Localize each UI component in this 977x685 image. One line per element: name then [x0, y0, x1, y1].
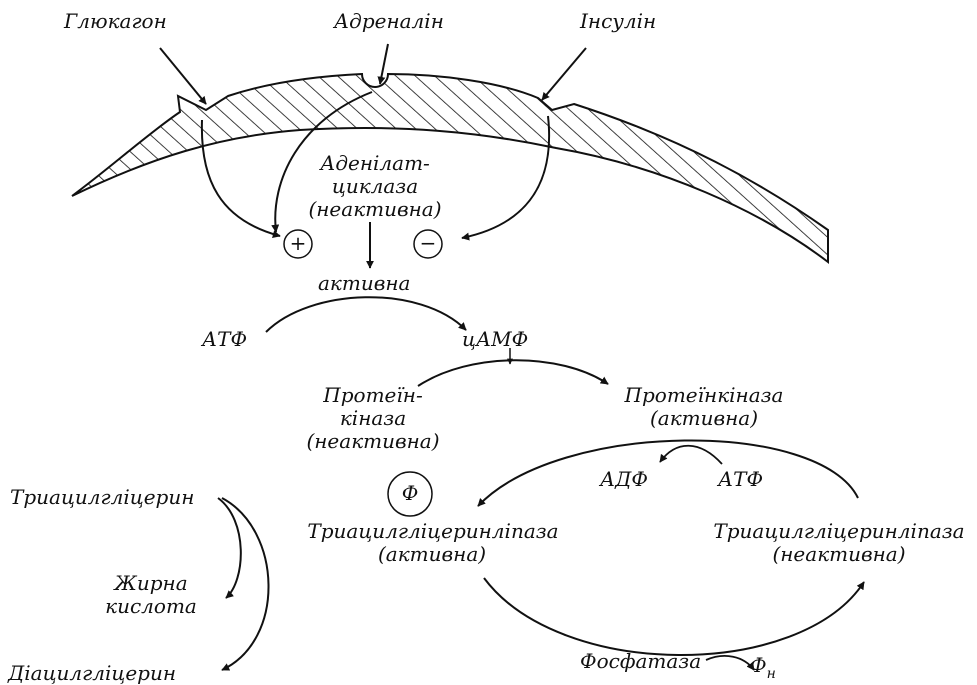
phosphate-circle-label: Ф: [401, 481, 419, 505]
tag-to-diacylglycerol-arrow: [221, 497, 270, 671]
insulin-label: Інсулін: [580, 9, 657, 33]
protein-kinase-arrow: [417, 359, 609, 387]
plus-circle: [283, 229, 313, 259]
inorganic-phosphate-label: Фн: [750, 653, 776, 683]
adenylate-cyclase-active-label: активна: [318, 271, 411, 295]
atp-right-label: АТФ: [718, 467, 764, 491]
adrenaline-label: Адреналін: [334, 9, 444, 33]
camp-label: цАМФ: [462, 327, 529, 351]
insulin-arrow: [541, 47, 587, 101]
phosphate-circle: [387, 471, 433, 517]
minus-circle: [413, 229, 443, 259]
plus-sign: +: [289, 231, 307, 255]
fatty-acid-line1: Жирна: [114, 571, 188, 595]
atp-camp-arrow: [265, 296, 467, 333]
cell-membrane: [71, 72, 829, 265]
adp-label: АДФ: [600, 467, 649, 491]
tag-lipase-inactive-line2: (неактивна): [772, 542, 906, 566]
adenylate-cyclase-line1: Аденілат-: [320, 151, 430, 175]
adenylate-cyclase-label: Аденілат- циклаза (неактивна): [290, 152, 460, 221]
triacylglycerol-label: Триацилгліцерин: [10, 485, 195, 509]
adenylate-cyclase-line3: (неактивна): [308, 197, 442, 221]
tag-to-fatty-acid-arrow: [217, 497, 242, 599]
protein-kinase-active-line1: Протеїнкіназа: [624, 383, 784, 407]
inorganic-phosphate-main: Ф: [750, 653, 767, 677]
adenylate-cyclase-line2: циклаза: [331, 174, 419, 198]
phosphatase-label: Фосфатаза: [580, 649, 702, 673]
dephosphorylation-arc: [483, 577, 865, 656]
glucagon-activation-curve: [200, 119, 281, 239]
tag-lipase-active-line2: (активна): [378, 542, 487, 566]
protein-kinase-inactive-line1: Протеїн-: [323, 383, 423, 407]
protein-kinase-active-label: Протеїнкіназа (активна): [606, 384, 802, 430]
inorganic-phosphate-sub: н: [766, 666, 776, 682]
atp-adp-arrow: [659, 444, 723, 465]
atp-left-label: АТФ: [202, 327, 248, 351]
tag-lipase-inactive-line1: Триацилгліцеринліпаза: [713, 519, 965, 543]
diacylglycerol-label: Діацилгліцерин: [8, 661, 177, 685]
glucagon-label: Глюкагон: [64, 9, 167, 33]
phosphorylation-arc: [477, 439, 859, 507]
minus-sign: −: [419, 231, 437, 255]
fatty-acid-line2: кислота: [105, 594, 197, 618]
tag-lipase-active-line1: Триацилгліцеринліпаза: [307, 519, 559, 543]
protein-kinase-inactive-label: Протеїн- кіназа (неактивна): [296, 384, 450, 453]
adrenaline-arrow: [377, 43, 389, 85]
tag-lipase-inactive-label: Триацилгліцеринліпаза (неактивна): [704, 520, 974, 566]
phosphate-release-arrow: [705, 655, 755, 671]
fatty-acid-label: Жирна кислота: [96, 572, 206, 618]
protein-kinase-inactive-line2: кіназа: [339, 406, 407, 430]
protein-kinase-active-line2: (активна): [649, 406, 759, 430]
tag-lipase-active-label: Триацилгліцеринліпаза (активна): [298, 520, 568, 566]
adrenaline-activation-curve: [271, 91, 373, 233]
protein-kinase-inactive-line3: (неактивна): [306, 429, 440, 453]
insulin-inhibition-curve: [461, 115, 551, 241]
glucagon-arrow: [159, 47, 207, 105]
